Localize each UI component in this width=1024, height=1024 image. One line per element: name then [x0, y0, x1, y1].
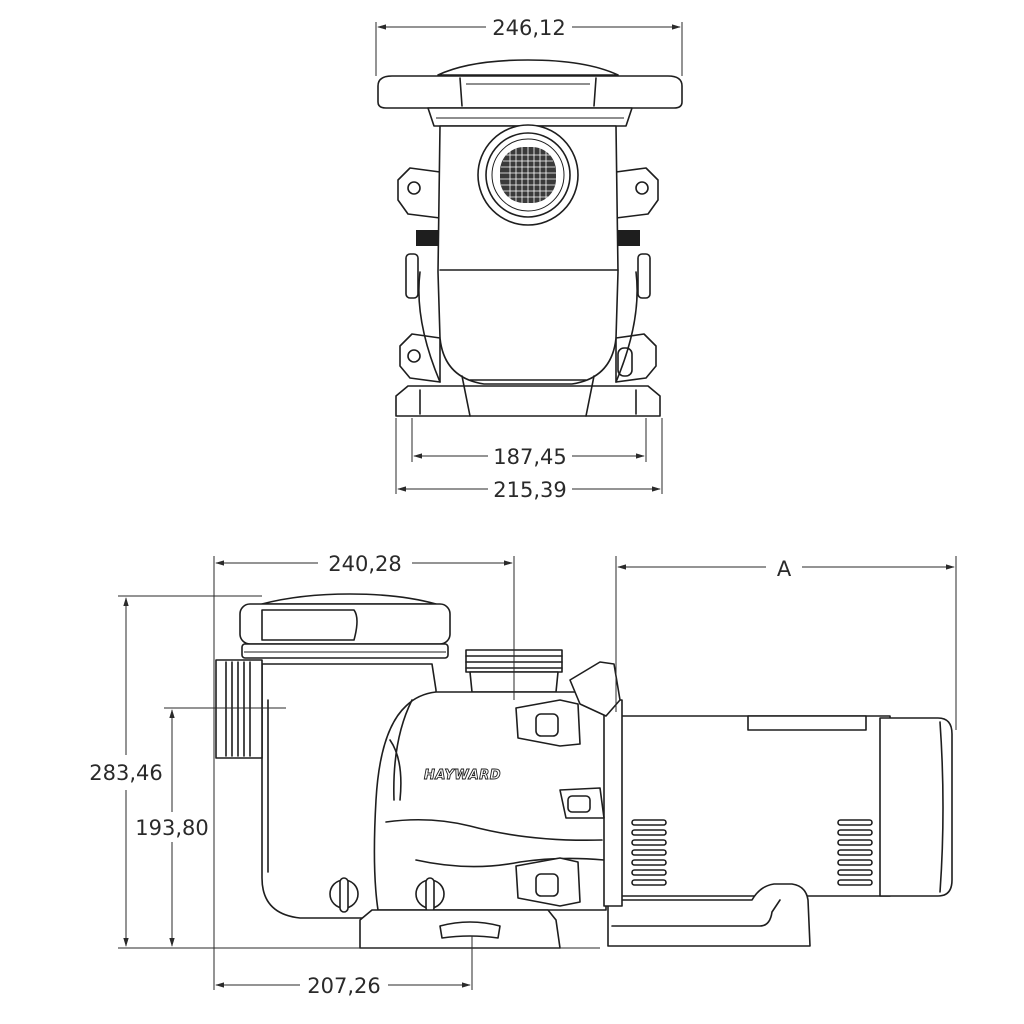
dim-overall-height: 283,46 [89, 761, 162, 785]
motor-vents-right [837, 819, 873, 886]
brand-label: HAYWARD [424, 768, 501, 783]
left-lug-upper [397, 167, 441, 219]
motor-body [619, 715, 891, 897]
motor-base-rail [607, 883, 811, 947]
dim-base-outer-width: 215,39 [493, 478, 566, 502]
top-view-pump [377, 59, 683, 417]
left-bolt-lower [407, 349, 421, 363]
dim-lid-width: 246,12 [492, 16, 565, 40]
pump-base-top [395, 385, 661, 417]
dim-base-inner-width: 187,45 [493, 445, 566, 469]
motor-top-plate [747, 715, 867, 731]
dim-inlet-height: 193,80 [135, 816, 208, 840]
left-bolt-upper [407, 181, 421, 195]
left-clamp-band [416, 230, 442, 246]
side-view-pump: HAYWARD [215, 593, 953, 949]
lid-dome [437, 59, 619, 76]
motor-end-cap [879, 717, 953, 897]
top-view-dimensions: 246,12 187,45 215,39 [375, 16, 683, 502]
right-clamp-band [614, 230, 640, 246]
inlet-threaded-port [215, 659, 263, 759]
right-lug-upper [615, 167, 659, 219]
dim-strainer-length: 240,28 [328, 552, 401, 576]
dim-base-offset: 207,26 [307, 974, 380, 998]
strainer-lid [377, 75, 683, 109]
right-bolt-upper [635, 181, 649, 195]
lid-collar [427, 107, 633, 127]
drain-plug-left [329, 877, 359, 913]
dim-motor-length: A [777, 557, 792, 581]
seal-plate-flange [603, 699, 623, 907]
top-latch [569, 661, 621, 717]
strainer-lid-side [261, 593, 437, 605]
motor-vents-left [631, 819, 667, 886]
inlet-grille [500, 147, 556, 203]
side-view-dimensions: 240,28 A 283,46 193,80 207,26 [89, 552, 957, 998]
